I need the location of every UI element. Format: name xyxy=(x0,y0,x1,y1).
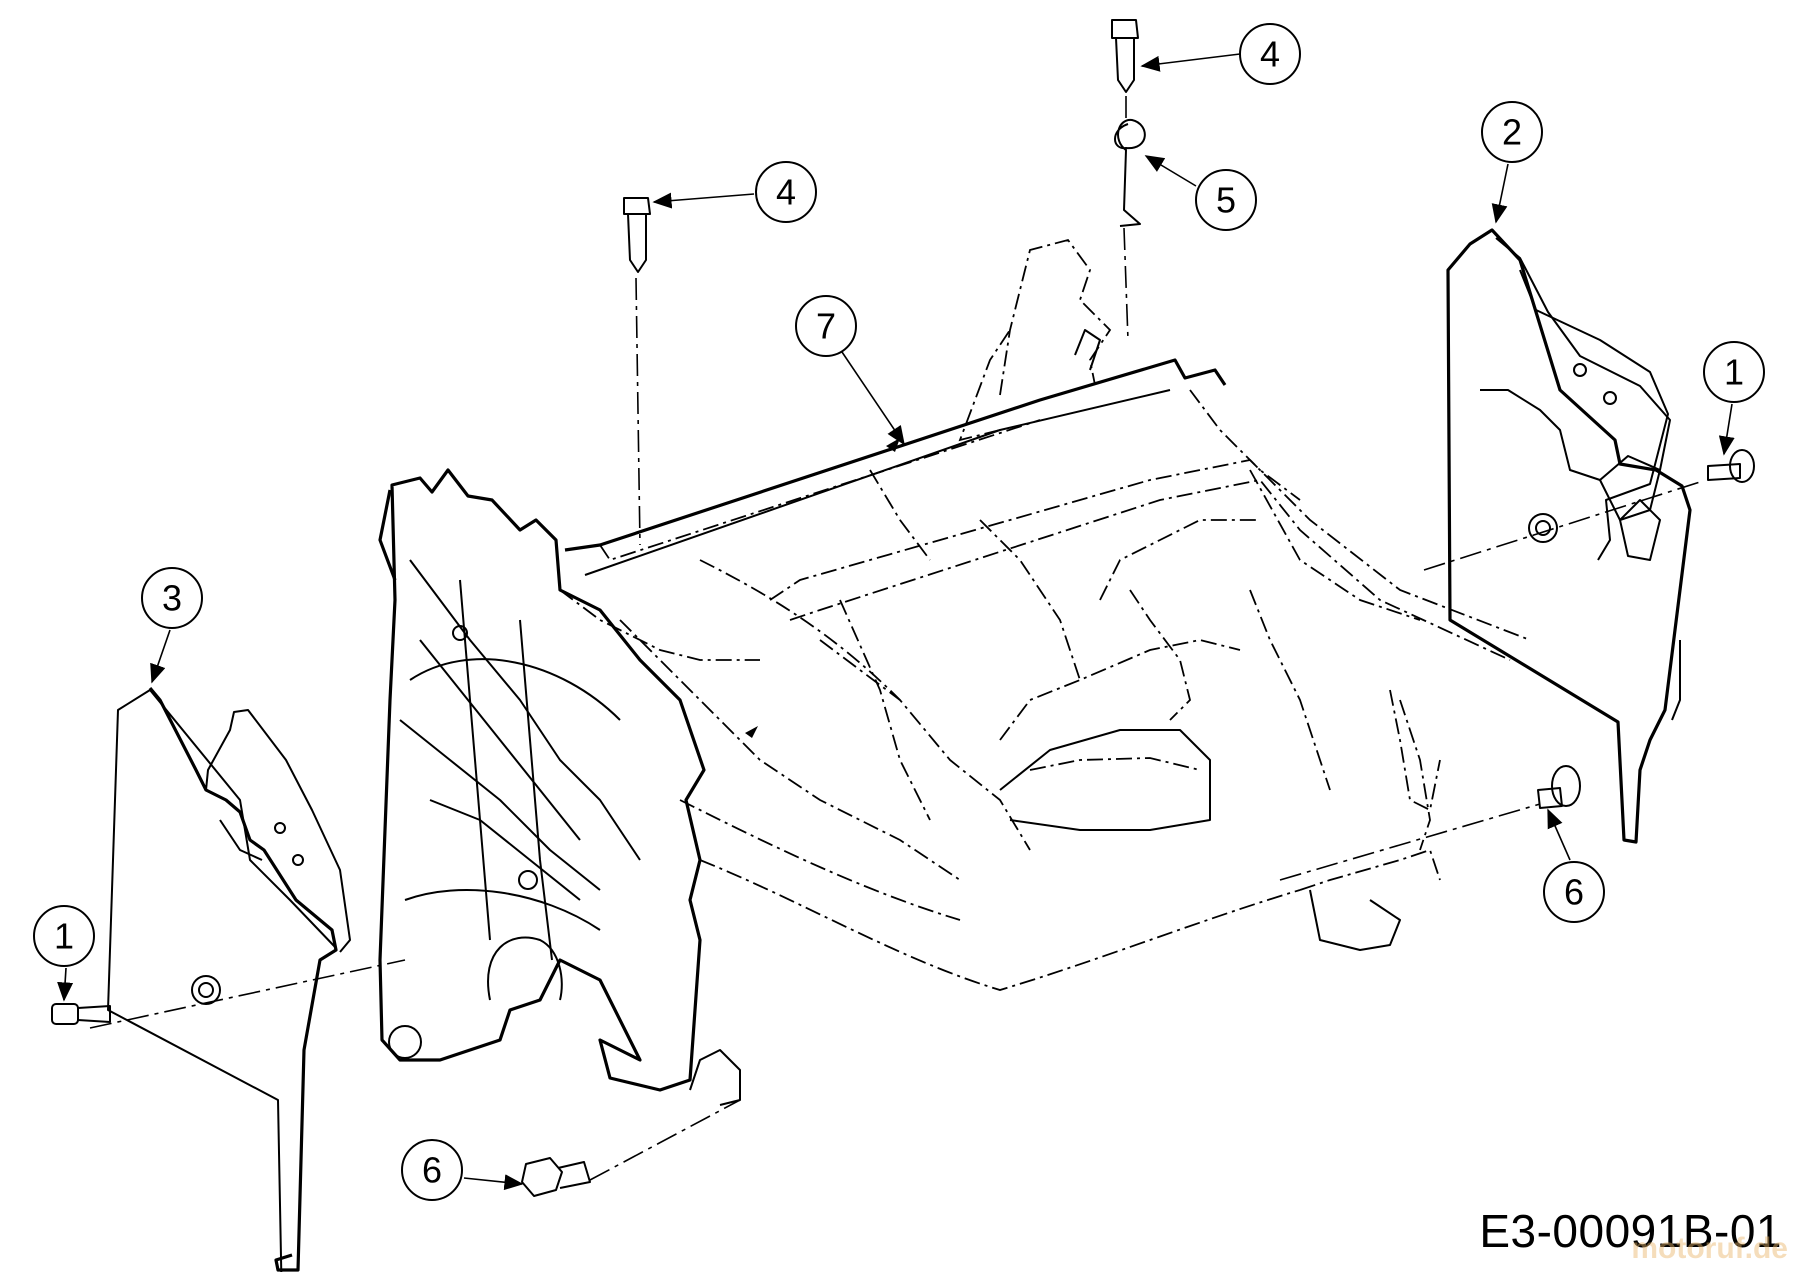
bolt-center xyxy=(623,197,651,273)
hair-pin-clip xyxy=(1114,118,1146,227)
callout-6-right: 6 xyxy=(1543,808,1605,923)
callout-4-center: 4 xyxy=(652,161,817,223)
side-plate-right xyxy=(1446,228,1692,844)
callout-label: 4 xyxy=(1260,34,1280,75)
assembly-axes xyxy=(89,96,1701,1181)
callout-7: 7 xyxy=(795,295,905,446)
callout-label: 2 xyxy=(1502,112,1522,153)
screw-left xyxy=(51,1003,111,1025)
callout-6-bottom: 6 xyxy=(401,1139,524,1201)
side-plate-left xyxy=(107,686,351,1272)
drawing-code: E3-00091B-01 xyxy=(1479,1205,1782,1257)
callout-label: 5 xyxy=(1216,180,1236,221)
shoulder-bolt-bottom xyxy=(521,1157,591,1197)
callout-label: 1 xyxy=(54,916,74,957)
housing-part xyxy=(378,238,1531,1106)
shoulder-bolt-right xyxy=(1537,765,1581,809)
callout-label: 6 xyxy=(1564,872,1584,913)
callout-1-right: 1 xyxy=(1703,341,1765,456)
callout-label: 1 xyxy=(1724,352,1744,393)
screw-right xyxy=(1707,449,1755,483)
callout-3: 3 xyxy=(141,567,203,684)
callout-label: 6 xyxy=(422,1150,442,1191)
callout-5: 5 xyxy=(1144,155,1257,231)
callout-label: 7 xyxy=(816,306,836,347)
callout-label: 3 xyxy=(162,578,182,619)
watermark-logo: motoruf.de xyxy=(1631,1232,1788,1265)
bolt-top xyxy=(1111,19,1139,93)
callout-2: 2 xyxy=(1481,101,1543,224)
callout-label: 4 xyxy=(776,172,796,213)
callout-1-left: 1 xyxy=(33,905,95,1002)
callout-4-top: 4 xyxy=(1140,23,1301,85)
